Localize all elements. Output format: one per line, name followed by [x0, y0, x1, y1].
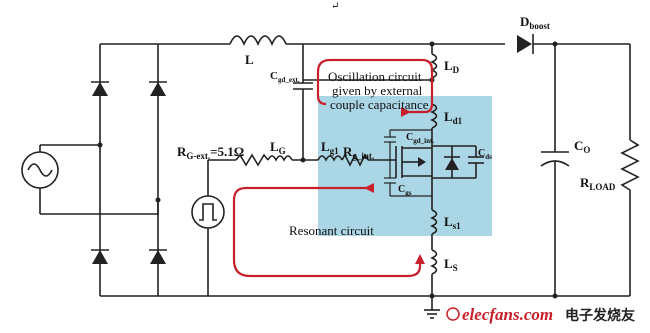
drain-path: LD Ld1 — [429, 41, 463, 146]
rectifier-diode-4 — [149, 249, 167, 264]
oscillation-loop: Oscillation circuit given by external co… — [316, 58, 434, 117]
boost-diode: Dboost — [517, 14, 630, 54]
external-cgd: Cgd_ext. — [270, 44, 432, 160]
label-C-gs: Cgs — [398, 184, 412, 197]
mosfet: Cds Cgd_int. Cgs — [384, 129, 492, 200]
label-R-LOAD: RLOAD — [580, 175, 616, 192]
resonant-loop: Resonant circuit — [232, 183, 425, 278]
label-Cgd-ext: Cgd_ext. — [270, 70, 300, 84]
output-stage: CO RLOAD — [432, 41, 640, 299]
label-Cgd-int: Cgd_int. — [406, 132, 434, 145]
label-R-G-ext: RG-ext.=5.1Ω — [177, 144, 244, 161]
rectifier-diode-1 — [91, 81, 109, 96]
label-L-D: LD — [444, 58, 460, 75]
watermark-site: elecfans.com — [462, 305, 553, 324]
gate-path: RG-ext.=5.1Ω LG Lg1 Rg_int. — [177, 139, 396, 167]
pulse-icon — [199, 203, 217, 221]
label-L-G: LG — [270, 139, 286, 156]
oscillation-label-line3: couple capacitance — [330, 97, 429, 112]
source-path: Ls1 LS — [424, 200, 461, 319]
label-L-S: LS — [444, 256, 458, 273]
inductor-L: L — [229, 35, 505, 67]
label-C-O: CO — [574, 138, 590, 155]
watermark: elecfans.com 电子发烧友 — [446, 305, 635, 324]
rectifier-diode-2 — [149, 81, 167, 96]
oscillation-label-line2: given by external — [332, 83, 423, 98]
top-mark: ↵ — [331, 1, 339, 12]
bridge-rectifier — [91, 43, 432, 297]
label-L-s1: Ls1 — [444, 214, 461, 231]
mosfet-highlight-box — [318, 96, 492, 236]
label-D-boost: Dboost — [520, 14, 550, 31]
sine-icon — [27, 163, 53, 177]
label-C-ds: Cds — [478, 148, 492, 161]
pulse-source — [191, 160, 225, 296]
ac-source — [21, 144, 159, 215]
resonant-label: Resonant circuit — [289, 223, 374, 238]
label-L-g1: Lg1 — [321, 139, 339, 156]
oscillation-label-line1: Oscillation circuit — [328, 69, 422, 84]
label-L: L — [245, 52, 254, 67]
rectifier-diode-3 — [91, 249, 109, 264]
watermark-cn: 电子发烧友 — [565, 307, 635, 324]
label-R-g-int: Rg_int. — [343, 144, 374, 161]
label-L-d1: Ld1 — [444, 109, 463, 126]
